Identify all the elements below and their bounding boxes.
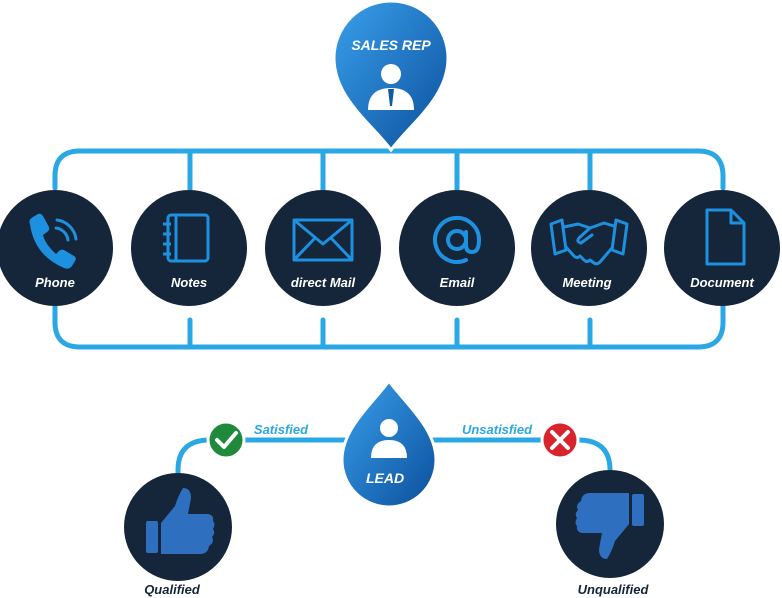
checkmark-icon (215, 431, 238, 449)
qualified-label: Qualified (144, 582, 201, 597)
channel-direct-mail: direct Mail (265, 190, 381, 306)
channel-label: direct Mail (291, 275, 356, 290)
notebook-icon (163, 213, 210, 263)
at-sign-icon (433, 215, 482, 264)
top-rail (52, 148, 726, 191)
branch-unsatisfied-line (425, 437, 613, 478)
channel-label: Email (440, 275, 475, 290)
document-icon (705, 208, 746, 266)
outcome-unqualified: Unqualified (556, 470, 664, 597)
satisfied-label: Satisfied (254, 422, 309, 437)
phone-icon (29, 213, 78, 269)
outcome-qualified: Qualified (124, 473, 232, 597)
channel-notes: Notes (131, 190, 247, 306)
channel-label: Document (690, 275, 754, 290)
thumbs-down-icon (575, 493, 644, 559)
handshake-icon (549, 218, 629, 266)
person-icon (371, 419, 407, 458)
envelope-icon (292, 218, 354, 262)
bottom-rail (52, 302, 726, 350)
channel-label: Meeting (562, 275, 611, 290)
lead-drop: LEAD (340, 378, 438, 509)
unsatisfied-label: Unsatisfied (462, 422, 533, 437)
channel-label: Phone (35, 275, 75, 290)
branch-unsatisfied: Unsatisfied (462, 420, 580, 460)
channel-email: Email (399, 190, 515, 306)
channel-meeting: Meeting (531, 190, 647, 306)
thumbs-up-icon (146, 488, 215, 554)
channel-label: Notes (171, 275, 207, 290)
lead-label: LEAD (366, 470, 404, 486)
sales-rep-label: SALES REP (351, 37, 431, 53)
branch-satisfied-line (175, 437, 353, 478)
channel-document: Document (664, 190, 780, 306)
x-mark-icon (550, 430, 570, 450)
channel-row: Phone Notes direct Mail (0, 190, 780, 306)
channel-phone: Phone (0, 190, 113, 306)
businessman-icon (368, 64, 414, 110)
sales-rep-pin: SALES REP (332, 0, 450, 153)
branch-satisfied: Satisfied (206, 420, 309, 460)
unqualified-label: Unqualified (578, 582, 650, 597)
